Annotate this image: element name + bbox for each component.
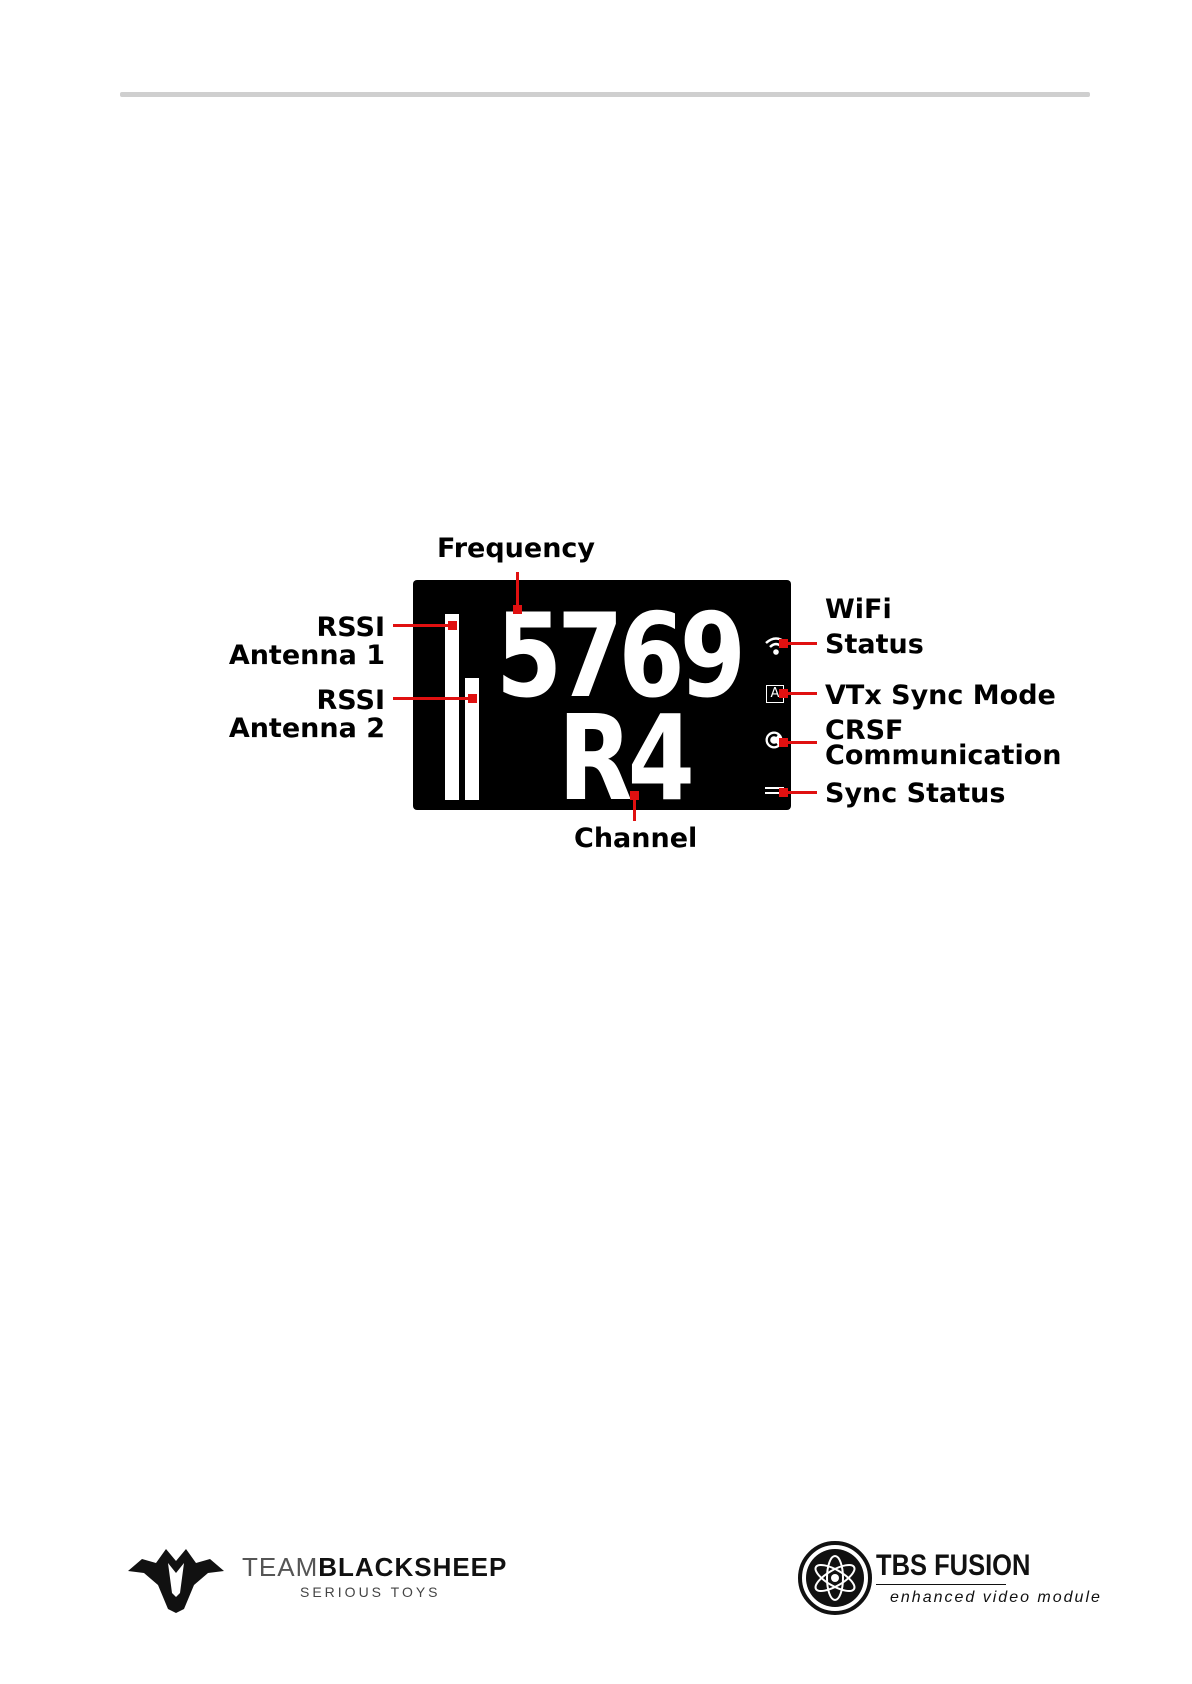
callout-sync-line — [783, 791, 817, 794]
team-light-text: TEAM — [242, 1552, 318, 1582]
label-rssi-1-line1: RSSI — [220, 614, 385, 642]
callout-vtx-dot — [779, 689, 788, 698]
header-rule — [120, 92, 1090, 97]
product-subtitle: enhanced video module — [890, 1589, 1102, 1607]
callout-wifi-dot — [779, 639, 788, 648]
callout-rssi-1-dot — [448, 621, 457, 630]
label-wifi-status: WiFi Status — [825, 596, 924, 659]
label-wifi-line2: Status — [825, 631, 924, 659]
label-vtx-sync-mode: VTx Sync Mode — [825, 682, 1056, 710]
fusion-atom-logo — [797, 1540, 873, 1616]
callout-vtx-line — [783, 692, 817, 695]
callout-frequency-dot — [513, 605, 522, 614]
label-sync-status: Sync Status — [825, 780, 1005, 808]
callout-channel-dot — [630, 791, 639, 800]
team-blacksheep-wordmark: TEAMBLACKSHEEP — [242, 1552, 507, 1583]
product-underline — [876, 1584, 1006, 1585]
label-frequency: Frequency — [437, 535, 595, 563]
label-crsf-communication: CRSF Communication — [825, 719, 1062, 769]
callout-wifi-line — [783, 642, 817, 645]
callout-rssi-2-line — [393, 697, 468, 700]
label-rssi-antenna-1: RSSI Antenna 1 — [220, 614, 385, 670]
callout-rssi-2-dot — [468, 694, 477, 703]
label-rssi-1-line2: Antenna 1 — [220, 642, 385, 670]
label-rssi-2-line2: Antenna 2 — [220, 715, 385, 743]
rssi-antenna-1-bar — [445, 614, 459, 800]
callout-crsf-line — [783, 741, 817, 744]
label-rssi-2-line1: RSSI — [220, 687, 385, 715]
label-rssi-antenna-2: RSSI Antenna 2 — [220, 687, 385, 743]
label-crsf-line2: Communication — [825, 743, 1062, 769]
channel-value: R4 — [558, 704, 690, 812]
callout-crsf-dot — [779, 738, 788, 747]
callout-sync-dot — [779, 788, 788, 797]
callout-rssi-1-line — [393, 624, 448, 627]
product-title: TBS FUSION — [876, 1549, 1030, 1583]
team-bold-text: BLACKSHEEP — [318, 1552, 507, 1582]
label-channel: Channel — [574, 825, 697, 853]
team-blacksheep-logo — [128, 1533, 224, 1613]
label-wifi-line1: WiFi — [825, 596, 924, 624]
tagline: SERIOUS TOYS — [300, 1584, 441, 1600]
